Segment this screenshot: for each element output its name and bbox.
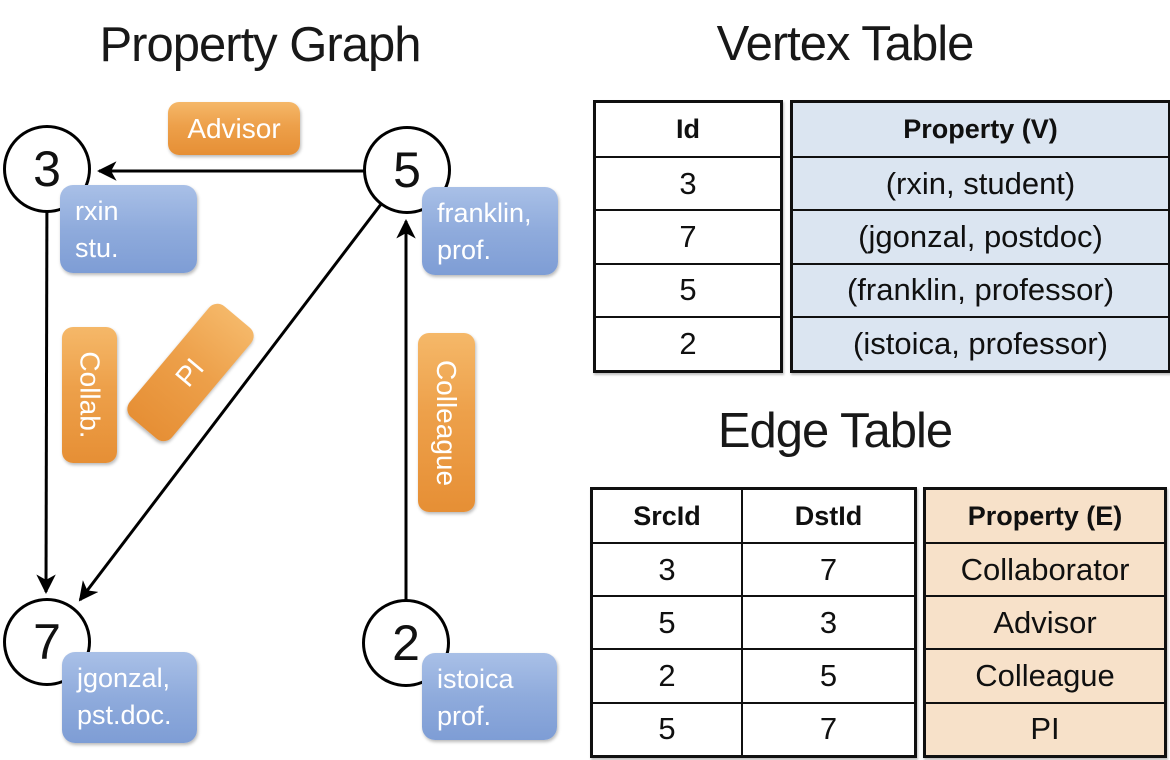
vertex-prop-box-5: franklin, prof. bbox=[422, 187, 558, 275]
table-cell: 2 bbox=[593, 648, 741, 701]
edge-table: SrcId DstId 3 7 5 3 2 5 5 7 Property (E)… bbox=[590, 487, 1167, 758]
table-cell: (franklin, professor) bbox=[793, 262, 1168, 317]
vertex-node-7-id: 7 bbox=[33, 614, 61, 670]
table-cell: (jgonzal, postdoc) bbox=[793, 209, 1168, 263]
edge-table-title: Edge Table bbox=[717, 404, 953, 458]
vertex-table-property-column: Property (V) (rxin, student) (jgonzal, p… bbox=[790, 100, 1170, 373]
vertex-table-header-id: Id bbox=[676, 114, 700, 144]
edge-table-header-srcid: SrcId bbox=[633, 500, 701, 531]
vertex-node-5-id: 5 bbox=[393, 142, 421, 198]
vertex-table: Id 3 7 5 2 Property (V) (rxin, student) … bbox=[593, 100, 1170, 373]
edge-table-property-column: Property (E) Collaborator Advisor Collea… bbox=[923, 487, 1167, 758]
edge-table-header-property: Property (E) bbox=[926, 490, 1164, 542]
vertex-prop-box-7: jgonzal, pst.doc. bbox=[62, 652, 197, 743]
vertex-table-id-column: Id 3 7 5 2 bbox=[593, 100, 783, 373]
edge-label-colleague: Colleague bbox=[418, 333, 475, 512]
vertex-node-2-id: 2 bbox=[392, 615, 420, 671]
table-cell: 7 bbox=[741, 542, 914, 596]
table-cell: Collaborator bbox=[926, 542, 1164, 596]
vertex-node-5: 5 bbox=[363, 126, 451, 214]
table-cell: 7 bbox=[741, 701, 914, 755]
vertex-table-title: Vertex Table bbox=[716, 17, 975, 71]
property-graph-title: Property Graph bbox=[99, 18, 422, 72]
vertex-prop-box-2: istoica prof. bbox=[422, 653, 557, 740]
vertex-node-3-id: 3 bbox=[33, 141, 61, 197]
table-cell: 5 bbox=[593, 595, 741, 648]
table-cell: (istoica, professor) bbox=[793, 316, 1168, 370]
table-cell: 2 bbox=[596, 316, 780, 369]
table-cell: Colleague bbox=[926, 648, 1164, 702]
edge-table-header-dstid: DstId bbox=[741, 490, 914, 542]
table-cell: 3 bbox=[593, 542, 741, 595]
table-cell: 5 bbox=[596, 262, 780, 316]
edge-3-to-7-arrow bbox=[36, 168, 56, 594]
table-cell: 7 bbox=[596, 209, 780, 262]
table-cell: 5 bbox=[741, 648, 914, 702]
vertex-node-2: 2 bbox=[362, 599, 450, 687]
vertex-table-header-property: Property (V) bbox=[793, 103, 1168, 156]
edge-label-collab: Collab. bbox=[62, 327, 117, 463]
table-cell: Advisor bbox=[926, 595, 1164, 649]
table-cell: 3 bbox=[596, 156, 780, 209]
edge-label-advisor: Advisor bbox=[168, 102, 300, 155]
edge-5-to-7-arrow bbox=[78, 169, 409, 602]
table-cell: 5 bbox=[593, 701, 741, 755]
graph-edges bbox=[36, 161, 416, 643]
edge-table-id-columns: SrcId DstId 3 7 5 3 2 5 5 7 bbox=[590, 487, 917, 758]
vertex-prop-box-3: rxin stu. bbox=[60, 185, 197, 273]
table-cell: PI bbox=[926, 701, 1164, 755]
table-cell: (rxin, student) bbox=[793, 156, 1168, 210]
table-cell: 3 bbox=[741, 595, 914, 649]
